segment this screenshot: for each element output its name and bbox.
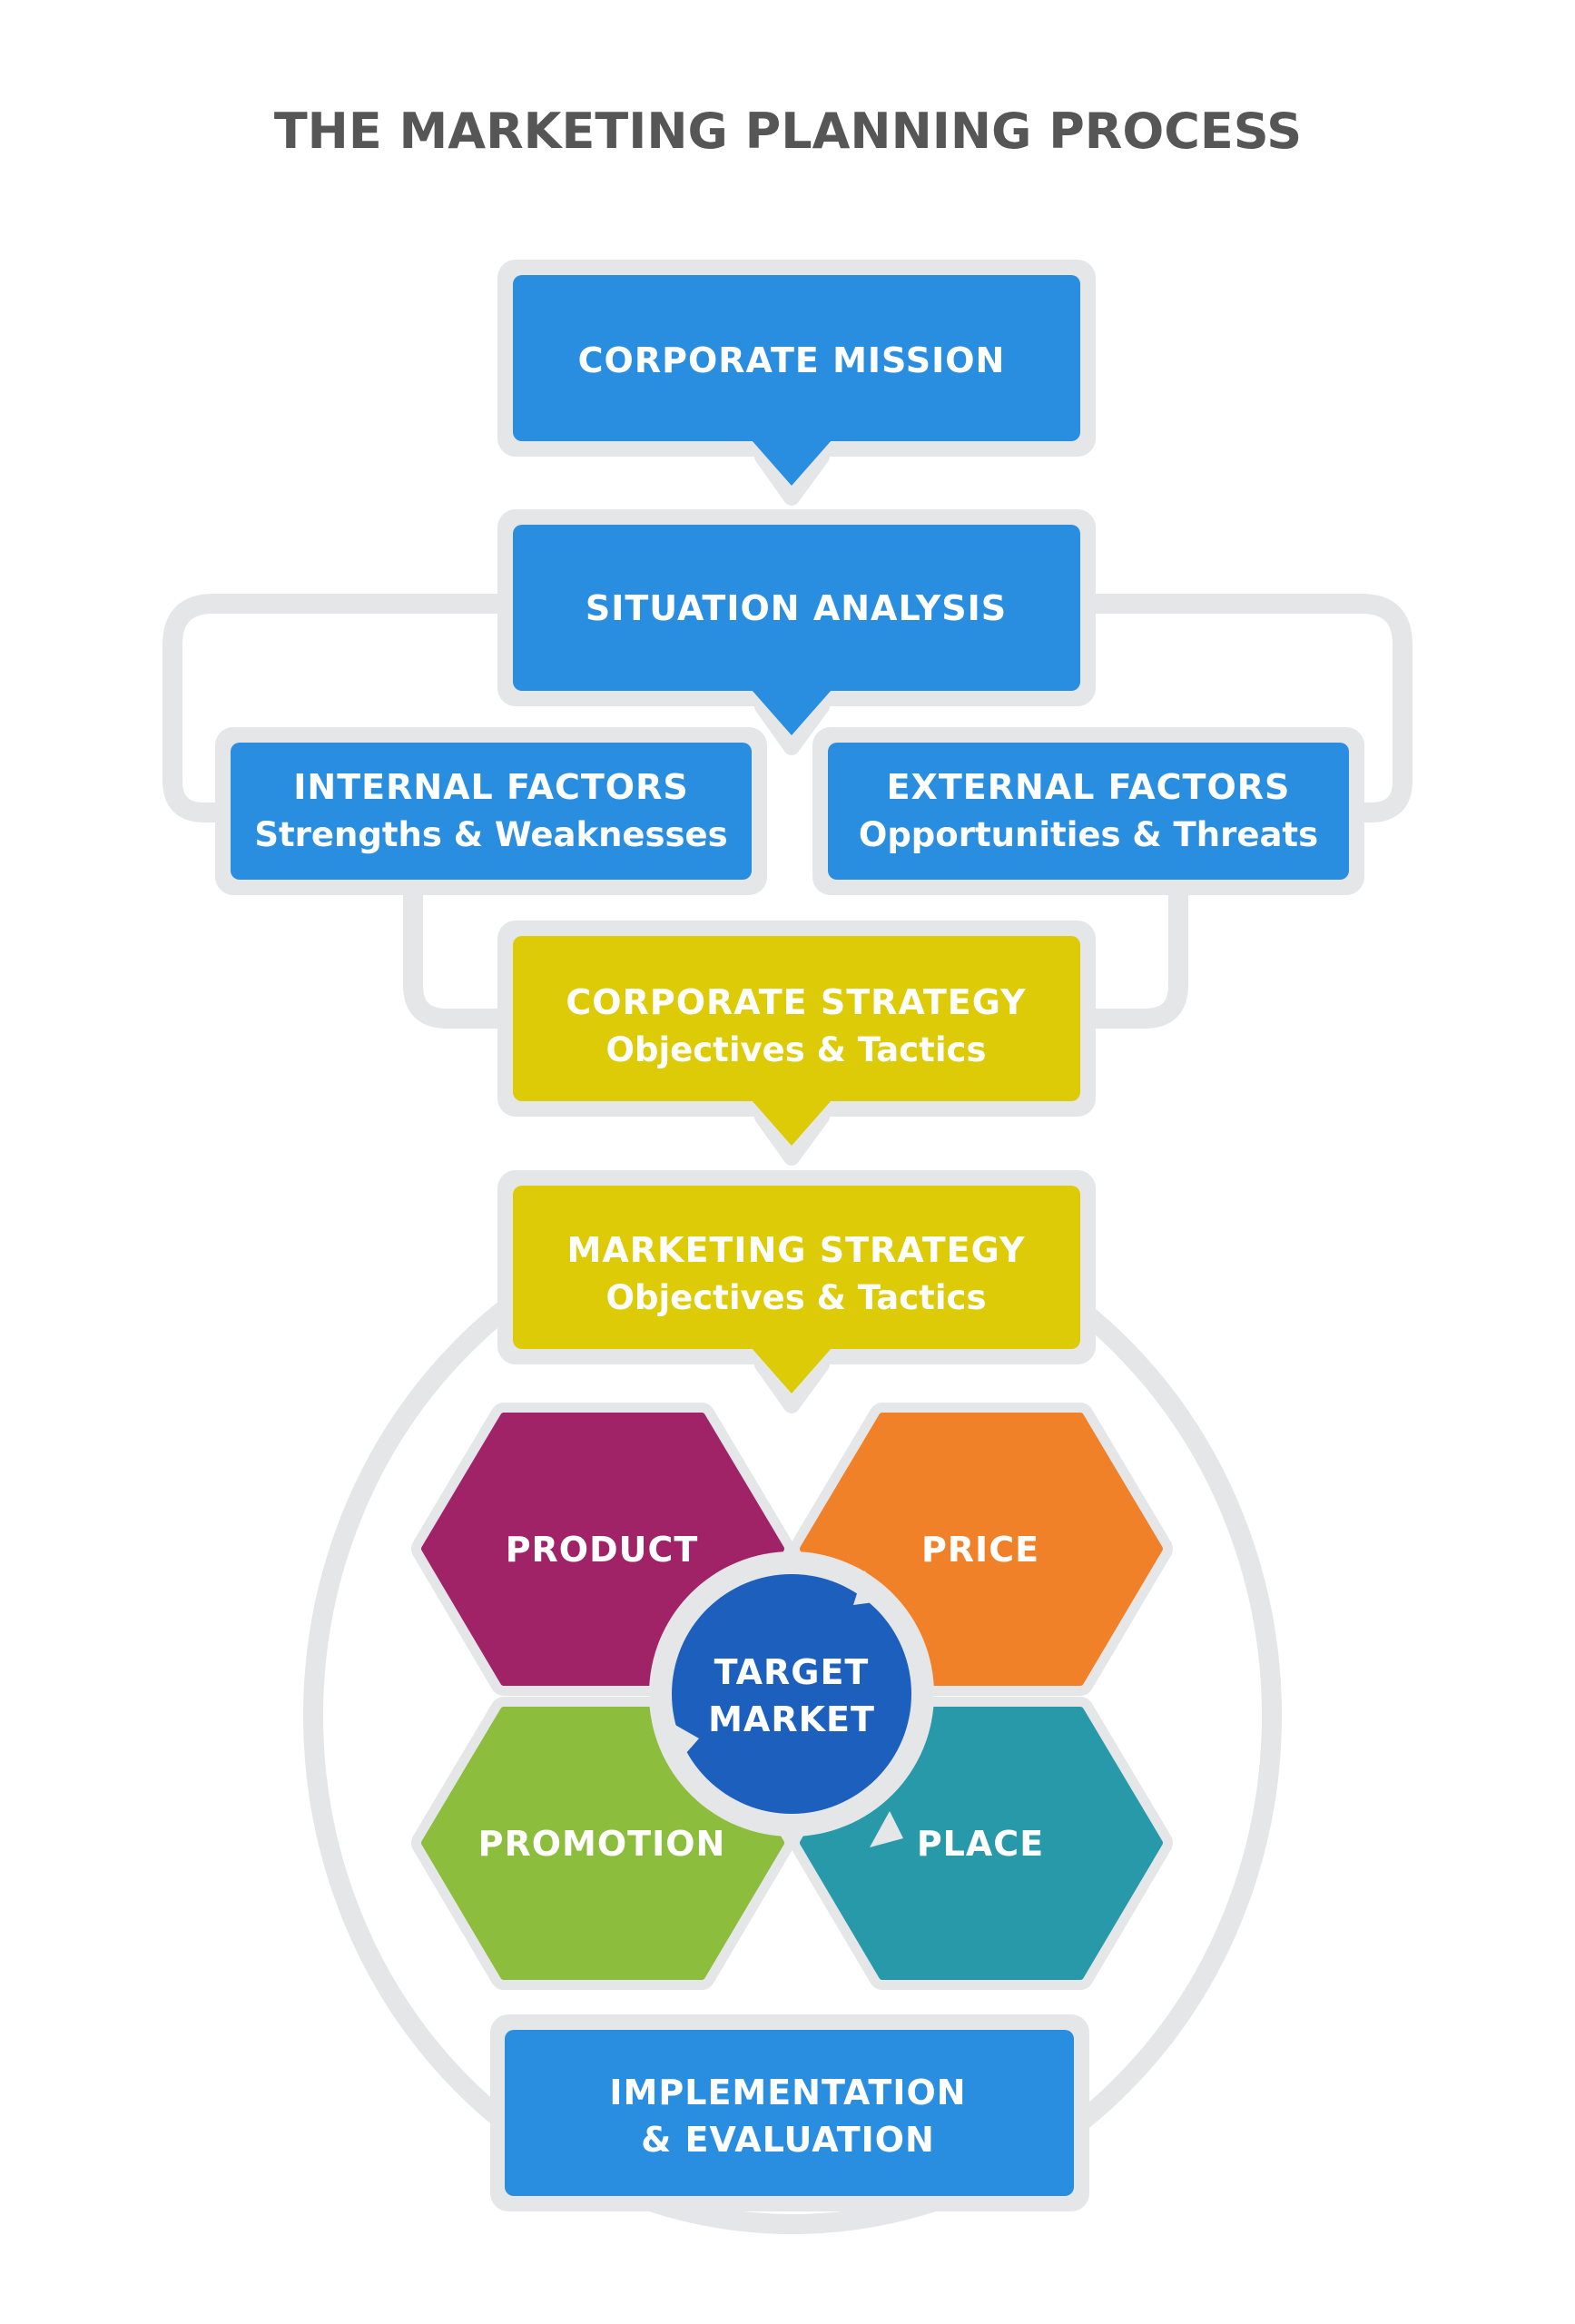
external-factors-subtitle: Opportunities & Threats (859, 815, 1318, 854)
situation-analysis-box: SITUATION ANALYSIS (497, 509, 1096, 755)
place-label: PLACE (917, 1824, 1044, 1864)
product-label: PRODUCT (506, 1530, 699, 1570)
diagram-title: THE MARKETING PLANNING PROCESS (274, 103, 1302, 160)
target-market-line2: MARKET (708, 1699, 875, 1739)
corporate-strategy-title: CORPORATE STRATEGY (566, 982, 1026, 1022)
connector-external-corporate (1071, 872, 1188, 1029)
promotion-label: PROMOTION (478, 1824, 726, 1864)
external-factors-title: EXTERNAL FACTORS (887, 767, 1291, 807)
implementation-line2: & EVALUATION (641, 2120, 935, 2160)
situation-analysis-label: SITUATION ANALYSIS (586, 588, 1007, 628)
implementation-line1: IMPLEMENTATION (609, 2073, 966, 2112)
cycle-arrow-icon (667, 1720, 699, 1761)
marketing-strategy-box: MARKETING STRATEGY Objectives & Tactics (497, 1170, 1096, 1413)
target-market-line1: TARGET (714, 1652, 870, 1692)
connector-situation-internal (162, 594, 522, 822)
external-factors-box: EXTERNAL FACTORS Opportunities & Threats (812, 727, 1364, 895)
corporate-mission-box: CORPORATE MISSION (497, 260, 1096, 506)
internal-factors-box: INTERNAL FACTORS Strengths & Weaknesses (215, 727, 767, 895)
internal-factors-title: INTERNAL FACTORS (293, 767, 688, 807)
corporate-strategy-box: CORPORATE STRATEGY Objectives & Tactics (497, 921, 1096, 1166)
price-label: PRICE (921, 1530, 1039, 1570)
implementation-evaluation-box: IMPLEMENTATION & EVALUATION (490, 2014, 1089, 2211)
corporate-strategy-subtitle: Objectives & Tactics (606, 1030, 987, 1069)
cycle-arrow-icon (853, 1571, 894, 1605)
cycle-arrow-icon (870, 1811, 903, 1847)
marketing-strategy-title: MARKETING STRATEGY (567, 1230, 1026, 1270)
connector-situation-external (1071, 594, 1413, 822)
internal-factors-subtitle: Strengths & Weaknesses (254, 815, 727, 854)
marketing-strategy-subtitle: Objectives & Tactics (606, 1278, 987, 1317)
target-market-circle: TARGET MARKET (649, 1551, 934, 1847)
corporate-mission-label: CORPORATE MISSION (578, 340, 1006, 380)
connector-internal-corporate (403, 872, 522, 1029)
